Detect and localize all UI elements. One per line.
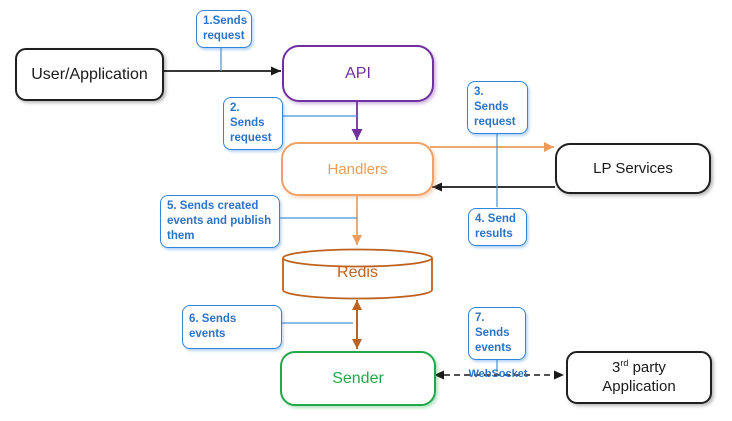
node-lp-services-label: LP Services — [593, 160, 673, 177]
callout-7-sends-events: 7. Sends events — [468, 307, 526, 360]
database-cylinder-icon — [282, 248, 433, 300]
node-third-party-application: 3rd party Application — [566, 351, 712, 404]
callout-2-sends-request: 2. Sends request — [223, 97, 283, 150]
node-sender: Sender — [280, 351, 436, 406]
node-user-application: User/Application — [15, 48, 164, 101]
node-api-label: API — [345, 64, 371, 82]
callout-3-sends-request: 3. Sends request — [467, 81, 528, 134]
ordinal-suffix: rd — [620, 358, 629, 369]
node-sender-label: Sender — [332, 369, 384, 387]
node-handlers: Handlers — [281, 142, 434, 196]
node-third-party-label: 3rd party Application — [602, 358, 676, 395]
websocket-edge-label: WebSocket — [468, 368, 528, 380]
node-redis-cylinder: Redis — [282, 248, 433, 300]
callout-5-sends-created-events: 5. Sends created events and publish them — [160, 195, 280, 248]
callout-1-sends-request: 1.Sends request — [196, 10, 252, 48]
node-api: API — [282, 45, 434, 102]
callout-6-sends-events: 6. Sends events — [182, 305, 282, 349]
node-lp-services: LP Services — [555, 143, 711, 194]
callout-4-send-results: 4. Send results — [468, 208, 527, 246]
node-handlers-label: Handlers — [327, 160, 388, 178]
node-redis-label: Redis — [337, 264, 378, 281]
node-user-application-label: User/Application — [31, 65, 148, 83]
